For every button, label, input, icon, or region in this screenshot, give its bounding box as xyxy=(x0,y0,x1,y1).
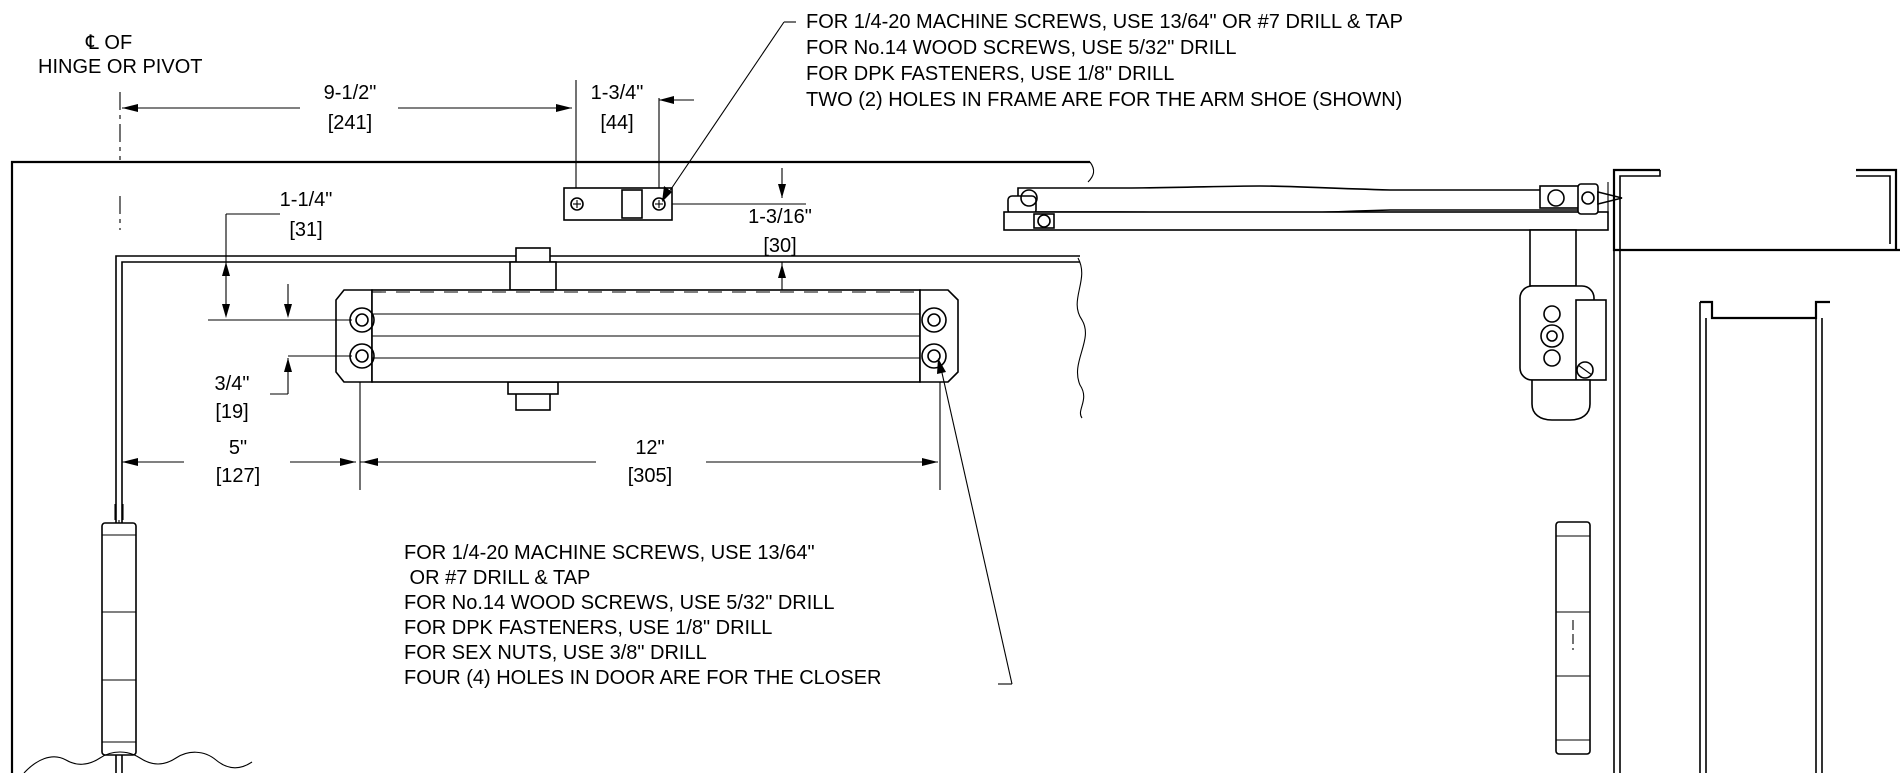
dim-9-1-2-metric: [241] xyxy=(328,112,372,134)
dim-9-1-2-imperial: 9-1/2" xyxy=(324,82,377,104)
door-note-line3: FOR No.14 WOOD SCREWS, USE 5/32" DRILL xyxy=(404,592,835,614)
door-note-line5: FOR SEX NUTS, USE 3/8" DRILL xyxy=(404,642,707,664)
frame-note-leader xyxy=(662,21,796,202)
door-note-line6: FOUR (4) HOLES IN DOOR ARE FOR THE CLOSE… xyxy=(404,667,881,689)
dim-5-imperial: 5" xyxy=(229,437,247,459)
closer-body xyxy=(335,247,959,411)
dim-3-4-metric: [19] xyxy=(215,401,248,423)
arm-shoe xyxy=(563,187,673,221)
frame-note-line2: FOR No.14 WOOD SCREWS, USE 5/32" DRILL xyxy=(806,37,1237,59)
dim-12-imperial: 12" xyxy=(635,437,664,459)
door-note-line1: FOR 1/4-20 MACHINE SCREWS, USE 13/64" xyxy=(404,542,815,564)
frame-note-line1: FOR 1/4-20 MACHINE SCREWS, USE 13/64" OR… xyxy=(806,11,1403,33)
frame-note-line3: FOR DPK FASTENERS, USE 1/8" DRILL xyxy=(806,63,1174,85)
hinge-label-line1: ℄ OF xyxy=(85,32,132,54)
dim-1-3-4-metric: [44] xyxy=(600,112,633,134)
dim-1-1-4-metric: [31] xyxy=(289,219,322,241)
dim-3-4-imperial: 3/4" xyxy=(215,373,250,395)
dim-1-3-16-imperial: 1-3/16" xyxy=(748,206,812,228)
left-hinge xyxy=(23,504,253,773)
dimension-1-3-4 xyxy=(575,80,694,188)
door-note-leader xyxy=(937,358,1013,685)
closer-arm-side-view xyxy=(1003,182,1623,421)
dim-1-1-4-imperial: 1-1/4" xyxy=(280,189,333,211)
dimension-1-1-4 xyxy=(222,213,280,318)
frame-outline xyxy=(10,160,1095,773)
dimension-9-1-2 xyxy=(122,104,572,112)
right-hinge xyxy=(1555,521,1591,755)
dim-1-3-16-metric: [30] xyxy=(763,235,796,257)
door-note-line2: OR #7 DRILL & TAP xyxy=(404,567,590,589)
dimension-3-4 xyxy=(208,284,352,395)
dimension-1-3-16 xyxy=(672,168,806,292)
hinge-label-line2: HINGE OR PIVOT xyxy=(38,56,202,78)
right-frame-section xyxy=(1612,168,1900,773)
frame-note-line4: TWO (2) HOLES IN FRAME ARE FOR THE ARM S… xyxy=(806,89,1402,111)
door-note-line4: FOR DPK FASTENERS, USE 1/8" DRILL xyxy=(404,617,772,639)
dimension-12 xyxy=(360,382,941,490)
dimension-5 xyxy=(122,382,361,490)
dim-5-metric: [127] xyxy=(216,465,260,487)
dim-1-3-4-imperial: 1-3/4" xyxy=(591,82,644,104)
dim-12-metric: [305] xyxy=(628,465,672,487)
